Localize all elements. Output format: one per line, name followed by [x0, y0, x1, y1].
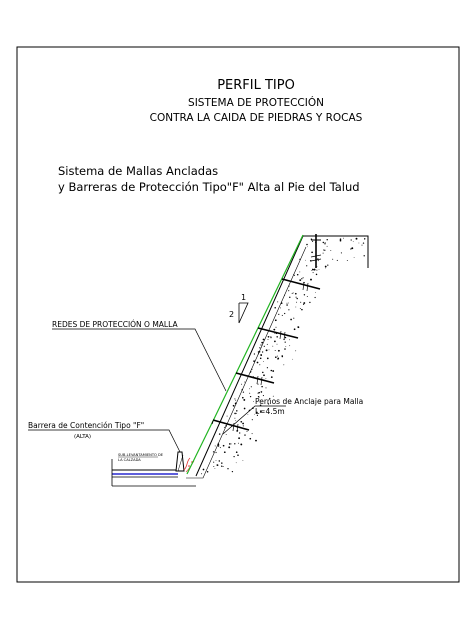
rock-fill	[201, 237, 366, 475]
bolts-callout: Pernos de Anclaje para Malla L=4.5m	[222, 397, 363, 435]
protection-mesh	[186, 234, 304, 475]
road-small-label-1: SUB-LEVANTAMIENTO DE	[118, 453, 164, 457]
barrier-callout: Barrera de Contención Tipo "F" (ALTA)	[28, 421, 181, 453]
barrier-type-f	[175, 451, 195, 473]
drawing-frame	[16, 46, 460, 583]
system-description-line-2: y Barreras de Protección Tipo"F" Alta al…	[58, 180, 360, 194]
slope-ratio-h: 2	[229, 310, 234, 319]
top-anchor	[310, 234, 322, 268]
slope-profile	[186, 235, 369, 479]
anchor-bolt-2	[257, 327, 299, 341]
barrier-callout-sub: (ALTA)	[74, 434, 91, 440]
road-small-label-2: LA CALZADA	[118, 458, 141, 462]
system-description-line-1: Sistema de Mallas Ancladas	[58, 164, 218, 178]
drawing-subtitle-2: CONTRA LA CAIDA DE PIEDRAS Y ROCAS	[150, 112, 363, 124]
mesh-callout: REDES DE PROTECCIÓN O MALLA	[52, 320, 227, 392]
anchor-bolt-1	[281, 278, 321, 292]
barrier-callout-label: Barrera de Contención Tipo "F"	[28, 421, 144, 430]
mesh-callout-label: REDES DE PROTECCIÓN O MALLA	[52, 320, 178, 329]
bolts-callout-length: L=4.5m	[255, 407, 285, 416]
bolts-callout-label: Pernos de Anclaje para Malla	[255, 397, 363, 406]
slope-ratio-indicator: 1 2	[229, 293, 249, 324]
barrier-detail	[183, 457, 191, 471]
road-section: SUB-LEVANTAMIENTO DE LA CALZADA	[111, 453, 196, 487]
drawing-title: PERFIL TIPO	[217, 78, 295, 93]
anchor-bolt-3	[235, 372, 275, 386]
drawing-subtitle-1: SISTEMA DE PROTECCIÓN	[188, 96, 324, 109]
slope-ratio-v: 1	[241, 293, 246, 302]
